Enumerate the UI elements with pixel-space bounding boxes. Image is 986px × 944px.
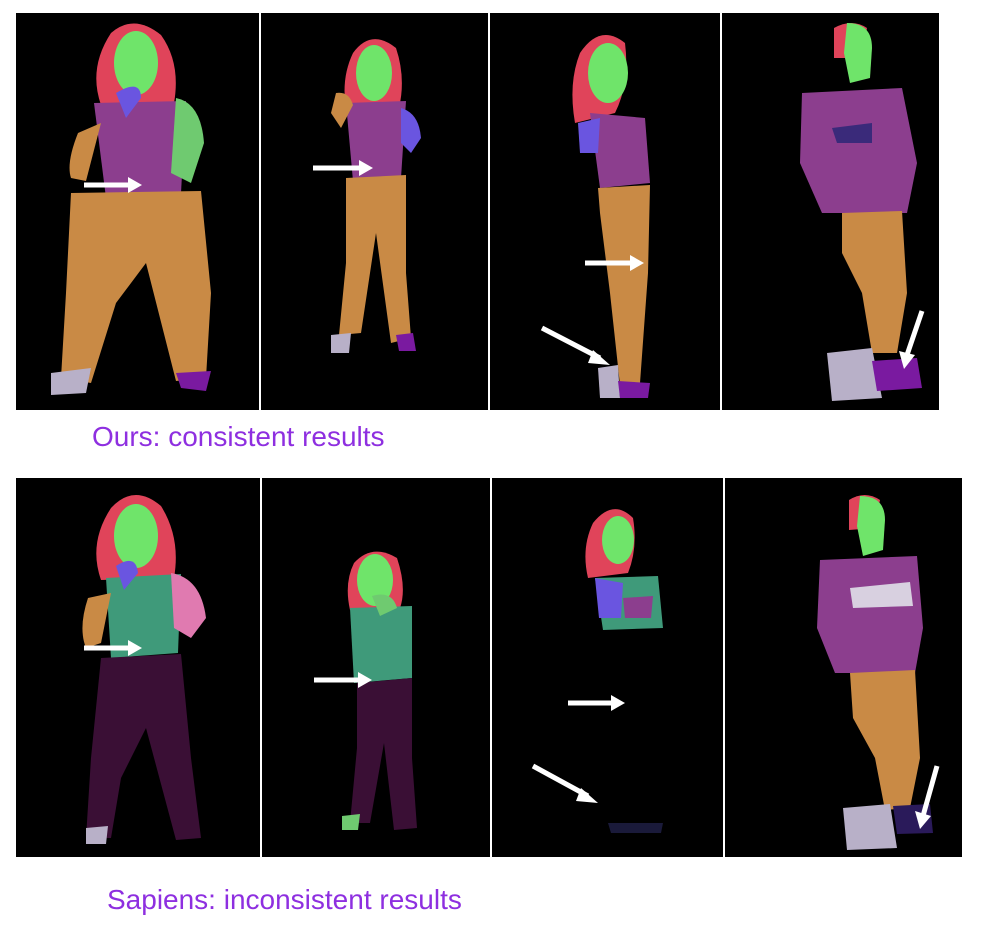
ours-segmentation-4: [800, 23, 925, 401]
sapiens-panel-1: [16, 478, 260, 857]
sapiens-divider-2: [490, 478, 492, 857]
sapiens-segmentation-3: [531, 509, 663, 833]
sapiens-image-strip: [16, 478, 962, 857]
sapiens-segmentation-2: [314, 551, 417, 830]
ours-panel-4: [722, 13, 939, 410]
ours-segmentation-1: [51, 23, 211, 395]
ours-panel-1: [16, 13, 259, 410]
sapiens-segmentation-4: [817, 495, 940, 850]
ours-panel-2: [261, 13, 488, 410]
sapiens-panel-2: [262, 478, 490, 857]
sapiens-divider-3: [723, 478, 725, 857]
ours-segmentation-3: [540, 35, 650, 398]
sapiens-divider-1: [260, 478, 262, 857]
ours-image-strip: [16, 13, 939, 410]
ours-divider-2: [488, 13, 490, 410]
sapiens-caption: Sapiens: inconsistent results: [107, 884, 462, 915]
ours-panel-3: [490, 13, 720, 410]
sapiens-panel-4: [725, 478, 962, 857]
sapiens-segmentation-1: [82, 494, 206, 844]
ours-segmentation-2: [313, 39, 421, 353]
ours-divider-3: [720, 13, 722, 410]
ours-caption: Ours: consistent results: [92, 421, 385, 452]
sapiens-panel-3: [513, 478, 723, 857]
ours-divider-1: [259, 13, 261, 410]
